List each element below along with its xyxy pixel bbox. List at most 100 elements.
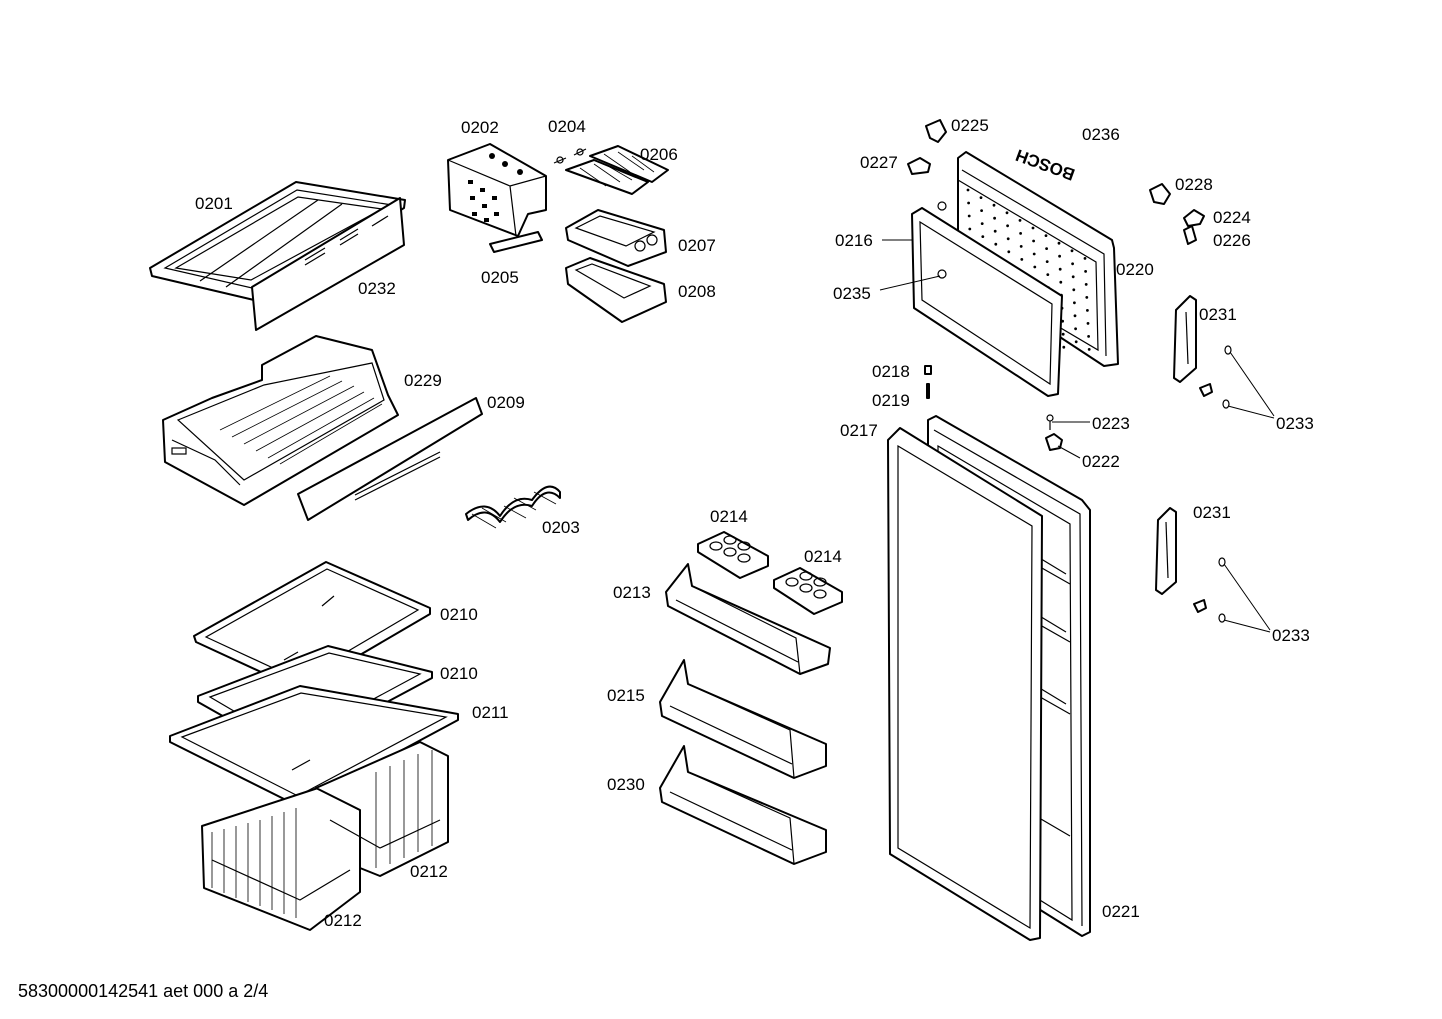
label-0209: 0209 xyxy=(487,393,525,412)
part-0201-tray xyxy=(149,181,406,301)
door-dot xyxy=(1084,270,1087,273)
door-dot xyxy=(1059,280,1063,284)
label-0207: 0207 xyxy=(678,236,716,255)
part-0231-handle-lower xyxy=(1155,507,1177,595)
door-dot xyxy=(1057,241,1061,245)
door-dot xyxy=(1032,239,1035,243)
label-0210-middle: 0210 xyxy=(440,664,478,683)
label-0202: 0202 xyxy=(461,118,499,137)
door-dot xyxy=(992,203,996,207)
label-0227: 0227 xyxy=(860,153,898,172)
label-0235: 0235 xyxy=(833,284,871,303)
brand-mark: BOSCH xyxy=(1013,145,1077,184)
door-dot xyxy=(1033,265,1037,269)
part-0202-housing xyxy=(447,143,547,237)
label-0201: 0201 xyxy=(195,194,233,213)
label-0213: 0213 xyxy=(613,583,651,602)
door-dot xyxy=(980,209,983,213)
door-dot xyxy=(967,214,971,218)
part-0204-clips xyxy=(553,148,587,164)
label-0212-left: 0212 xyxy=(324,911,362,930)
label-0224: 0224 xyxy=(1213,208,1251,227)
part-0219-screw xyxy=(926,383,930,399)
door-dot xyxy=(1084,283,1088,286)
door-dot xyxy=(1032,252,1036,256)
part-0227-cap xyxy=(907,157,931,175)
label-0218: 0218 xyxy=(872,362,910,381)
label-0236: 0236 xyxy=(1082,125,1120,144)
door-dot xyxy=(1046,273,1050,276)
part-0233-screws-lower xyxy=(1193,557,1226,623)
part-0205-label-strip xyxy=(489,231,543,253)
part-0228-hinge xyxy=(1149,183,1171,205)
part-0214-egg-tray-a xyxy=(697,531,769,579)
door-dot xyxy=(1073,301,1076,305)
part-0230-door-bin xyxy=(659,745,827,865)
door-dot xyxy=(1020,258,1024,261)
door-dot xyxy=(979,196,983,200)
door-dot xyxy=(1006,224,1009,228)
part-0233-screws-upper xyxy=(1199,345,1232,409)
part-0225-hinge xyxy=(925,119,947,143)
label-0212-right: 0212 xyxy=(410,862,448,881)
label-0220: 0220 xyxy=(1116,260,1154,279)
part-0216-freezer-gasket xyxy=(911,207,1063,397)
door-dot xyxy=(1087,335,1090,338)
label-0230: 0230 xyxy=(607,775,645,794)
label-0222: 0222 xyxy=(1082,452,1120,471)
part-0210-glass-shelf-upper xyxy=(193,561,431,691)
label-0223: 0223 xyxy=(1092,414,1130,433)
label-0228: 0228 xyxy=(1175,175,1213,194)
door-dot xyxy=(993,216,996,220)
door-dot xyxy=(1074,327,1077,331)
part-0214-egg-tray-b xyxy=(773,567,843,615)
door-dot xyxy=(980,222,984,226)
label-0210-upper: 0210 xyxy=(440,605,478,624)
door-dot xyxy=(993,229,997,233)
door-dot xyxy=(1006,237,1010,241)
label-0214-a: 0214 xyxy=(710,507,748,526)
part-0224-cap xyxy=(1183,209,1205,227)
label-0204: 0204 xyxy=(548,117,586,136)
door-dot xyxy=(1018,219,1022,222)
label-0231-upper: 0231 xyxy=(1199,305,1237,324)
door-dot xyxy=(1083,257,1087,260)
door-dot xyxy=(1073,314,1077,318)
part-0217-fridge-gasket xyxy=(887,427,1043,941)
label-0233-upper: 0233 xyxy=(1276,414,1314,433)
label-0203: 0203 xyxy=(542,518,580,537)
door-dot xyxy=(1045,260,1049,263)
door-dot xyxy=(1086,322,1090,325)
door-dot xyxy=(1071,262,1074,266)
door-dot xyxy=(1005,211,1009,215)
door-dot xyxy=(1072,288,1076,292)
door-dot xyxy=(1074,340,1078,344)
door-dot xyxy=(1058,267,1062,271)
label-0233-lower: 0233 xyxy=(1272,626,1310,645)
door-dot xyxy=(1062,345,1066,349)
part-0203-bottle-rack xyxy=(465,485,561,529)
door-dot xyxy=(1019,232,1022,235)
door-dot xyxy=(994,242,998,246)
part-0212-crisper-left xyxy=(201,787,361,931)
part-0211-glass-shelf-lower xyxy=(169,685,459,807)
part-0215-door-bin xyxy=(659,659,827,779)
door-dot xyxy=(1045,247,1048,251)
label-0208: 0208 xyxy=(678,282,716,301)
part-0212-crisper-right xyxy=(315,741,449,877)
door-dot xyxy=(1058,254,1061,258)
label-0216: 0216 xyxy=(835,231,873,250)
door-dot xyxy=(1085,296,1089,299)
door-dot xyxy=(1031,226,1035,230)
door-dot xyxy=(1019,245,1023,248)
label-0206: 0206 xyxy=(640,145,678,164)
label-0221: 0221 xyxy=(1102,902,1140,921)
label-0226: 0226 xyxy=(1213,231,1251,250)
part-0209-cover-strip xyxy=(297,397,483,521)
label-0225: 0225 xyxy=(951,116,989,135)
label-0231-lower: 0231 xyxy=(1193,503,1231,522)
part-0218-pin xyxy=(924,365,932,375)
part-0226-cap xyxy=(1183,225,1197,245)
part-0213-door-bin xyxy=(665,563,831,675)
